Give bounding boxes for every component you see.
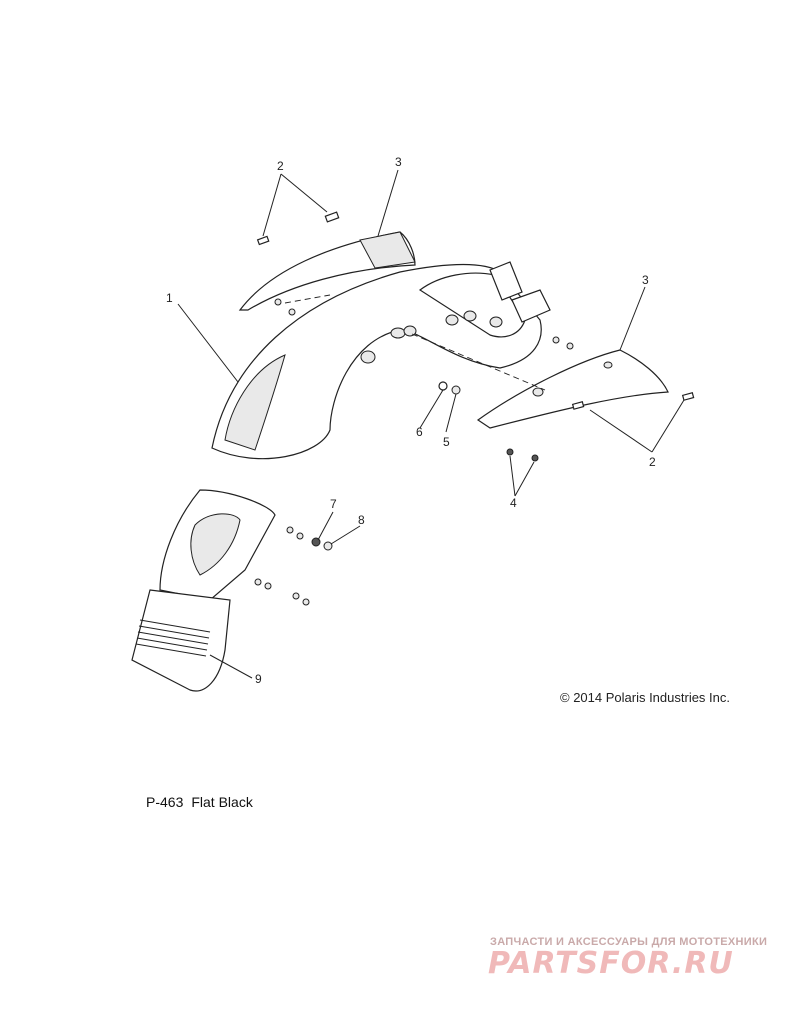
small-hardware [274,298,574,350]
bracket-fasteners [254,578,310,606]
license-plate-grille [135,619,211,657]
bolt-2-upper-right [324,211,340,223]
assembly-line [284,294,331,304]
fender-rail-left [238,231,416,311]
finish-label: Flat Black [191,794,253,810]
bolt-2-lower-left [571,401,585,410]
leader-lines [177,169,685,679]
nut-4 [506,448,539,462]
bolt-2-lower-right [681,392,695,401]
callout-9: 9 [255,672,262,686]
copyright-notice: © 2014 Polaris Industries Inc. [560,690,730,705]
callout-4: 4 [510,496,517,510]
rear-fender [211,261,551,460]
part-number: P-463 [146,794,184,810]
callout-8: 8 [358,513,365,527]
callout-3-upper: 3 [395,155,402,169]
part-number-line: P-463 Flat Black [146,794,253,810]
callout-7: 7 [330,497,337,511]
washer-8 [286,526,333,551]
bolt-2-upper-left [256,235,270,246]
watermark-logo: PARTSFOR.RU [488,946,734,981]
callout-2-upper: 2 [277,159,284,173]
callout-1: 1 [166,291,173,305]
bolt-5 [451,385,461,395]
callout-5: 5 [443,435,450,449]
callout-3-right: 3 [642,273,649,287]
callout-2-right: 2 [649,455,656,469]
washer-6 [438,381,448,391]
callout-6: 6 [416,425,423,439]
license-plate-bracket [131,489,276,692]
assembly-line [411,333,546,391]
fender-rail-right [476,349,669,429]
nut-7 [296,532,321,547]
watermark-tagline: ЗАПЧАСТИ И АКСЕССУАРЫ ДЛЯ МОТОТЕХНИКИ [490,936,768,948]
